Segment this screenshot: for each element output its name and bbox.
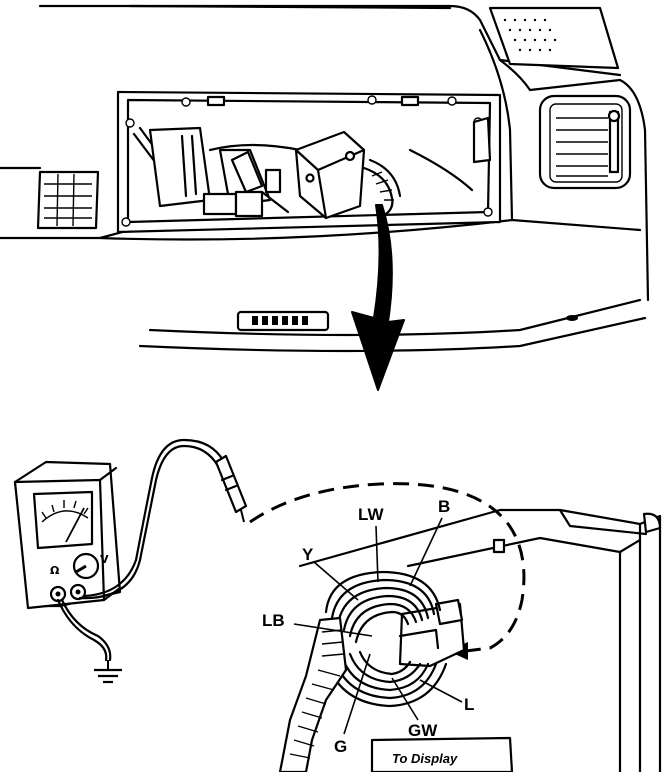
test-probe[interactable] — [214, 454, 248, 514]
module-label-plate — [370, 736, 514, 772]
harness-conduit — [278, 616, 348, 772]
connector-label-text: To Display — [392, 751, 458, 766]
meter-leads — [56, 438, 248, 684]
meter-needle — [65, 507, 85, 543]
label-g: G — [334, 737, 347, 756]
label-lb: LB — [262, 611, 285, 630]
volt-symbol: V — [100, 553, 109, 566]
label-l: L — [464, 695, 474, 714]
wire-loop-outer — [324, 570, 442, 614]
dashboard-illustration — [0, 4, 650, 353]
label-gw: GW — [408, 721, 438, 740]
meter-dial-window — [32, 490, 94, 550]
label-lw: LW — [358, 505, 384, 524]
speaker-grille — [488, 6, 620, 70]
left-air-vent — [36, 170, 100, 230]
removal-arrow — [351, 204, 405, 391]
label-b: B — [438, 497, 450, 516]
ohm-symbol: Ω — [50, 564, 60, 577]
wire-labels: LW B Y LB L GW G — [262, 497, 474, 756]
probe-path-dashed — [249, 482, 526, 654]
label-y: Y — [302, 545, 314, 564]
ground-symbol — [94, 660, 122, 684]
multimeter: Ω V — [13, 460, 122, 610]
module-closeup: To Display — [278, 508, 662, 772]
